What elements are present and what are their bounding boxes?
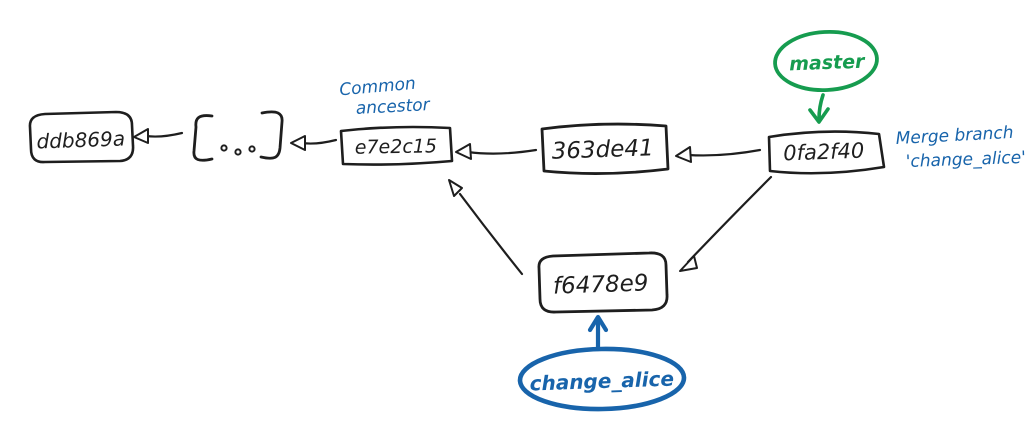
branch-ellipse-master: [773, 30, 879, 92]
commit-hash-label-ddb869a: ddb869a: [36, 126, 125, 153]
commit-box-f6478e9: [537, 251, 669, 314]
left-bracket-icon: [192, 114, 214, 162]
arrowhead-icon: [675, 146, 692, 163]
edge-arrow-0fa2f40-to-363de41: [675, 146, 762, 163]
arrowhead-icon: [455, 143, 472, 160]
annotation-merge-branch: Merge branch 'change_alice': [895, 123, 1026, 172]
commit-hash-label-0fa2f40: 0fa2f40: [783, 139, 865, 166]
commit-node-ddb869a: ddb869a: [28, 110, 135, 164]
edge-arrow-ellipsis-to-ddb869a: [133, 128, 184, 144]
ellipsis-dot-icon: [248, 145, 256, 153]
edge-arrow-f6478e9-to-e7e2c15: [448, 179, 524, 276]
branch-badge-master: master: [773, 30, 879, 124]
commit-box-e7e2c15: [339, 125, 454, 166]
branch-label-change-alice: change_alice: [529, 366, 674, 395]
commit-node-f6478e9: f6478e9: [537, 251, 669, 314]
commit-hash-label-e7e2c15: e7e2c15: [355, 135, 438, 158]
branch-label-master: master: [789, 51, 867, 76]
arrowhead-icon: [808, 107, 830, 124]
edge-arrow-0fa2f40-to-f6478e9: [679, 175, 773, 272]
annotation-common-ancestor: Common ancestor: [339, 74, 432, 119]
arrowhead-icon: [133, 128, 149, 144]
ellipsis-dot-icon: [220, 144, 228, 152]
edge-arrow-363de41-to-e7e2c15: [455, 143, 538, 160]
right-bracket-icon: [259, 110, 284, 160]
branch-ellipse-change-alice: [517, 346, 687, 412]
commit-hash-label-f6478e9: f6478e9: [553, 270, 649, 299]
ellipsis-dot-icon: [234, 148, 242, 156]
arrowhead-icon: [290, 135, 306, 151]
annotation-merge-line1: Merge branch: [895, 123, 1014, 149]
commit-node-ellipsis: [192, 110, 284, 162]
commit-node-0fa2f40: 0fa2f40: [767, 130, 886, 175]
commit-box-ddb869a: [28, 110, 135, 164]
branch-pointer-arrow-master: [817, 93, 825, 121]
commit-box-0fa2f40: [767, 130, 886, 175]
arrowhead-icon: [679, 255, 698, 272]
arrowhead-icon: [587, 314, 609, 333]
annotation-merge-line2: 'change_alice': [905, 148, 1026, 172]
branch-badge-change-alice: change_alice: [517, 314, 687, 412]
arrowhead-icon: [448, 179, 463, 197]
commit-node-e7e2c15: e7e2c15: [339, 125, 454, 166]
annotation-common-line2: ancestor: [355, 95, 431, 119]
edge-arrow-e7e2c15-to-ellipsis: [290, 135, 338, 151]
commit-node-363de41: 363de41: [540, 122, 670, 175]
commit-hash-label-363de41: 363de41: [551, 135, 654, 165]
commit-box-363de41: [540, 122, 670, 175]
